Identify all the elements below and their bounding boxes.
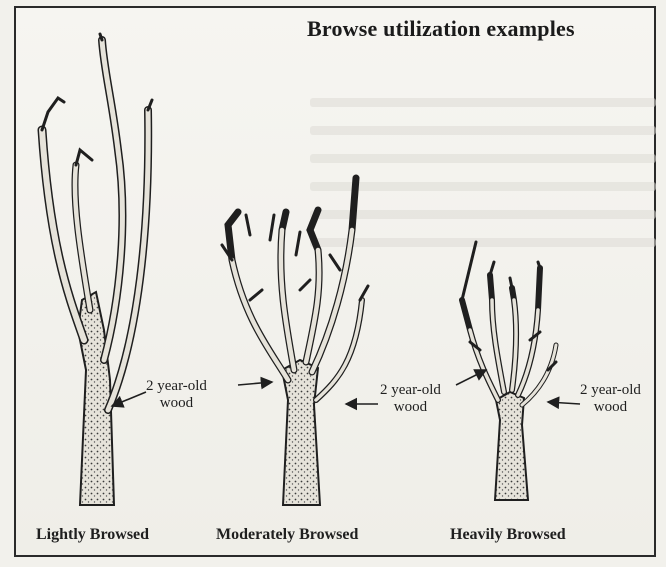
label-line1: 2 year-old — [146, 378, 207, 395]
label-heavily-browsed: 2 year-old wood — [580, 382, 641, 416]
arrow-heavily-right — [548, 402, 580, 404]
label-line2: wood — [580, 399, 641, 416]
caption-lightly-browsed: Lightly Browsed — [36, 526, 149, 544]
moderately-browsed-tree — [222, 178, 368, 505]
label-lightly-browsed: 2 year-old wood — [146, 378, 207, 412]
label-line2: wood — [146, 395, 207, 412]
arrow-heavily-left — [456, 370, 486, 385]
heavily-browsed-tree — [462, 242, 556, 500]
label-line1: 2 year-old — [580, 382, 641, 399]
arrow-moderately-left — [238, 382, 272, 385]
caption-moderately-browsed: Moderately Browsed — [216, 526, 358, 544]
label-line1: 2 year-old — [380, 382, 441, 399]
label-line2: wood — [380, 399, 441, 416]
caption-heavily-browsed: Heavily Browsed — [450, 526, 566, 544]
lightly-browsed-tree — [42, 34, 152, 505]
label-moderately-browsed: 2 year-old wood — [380, 382, 441, 416]
